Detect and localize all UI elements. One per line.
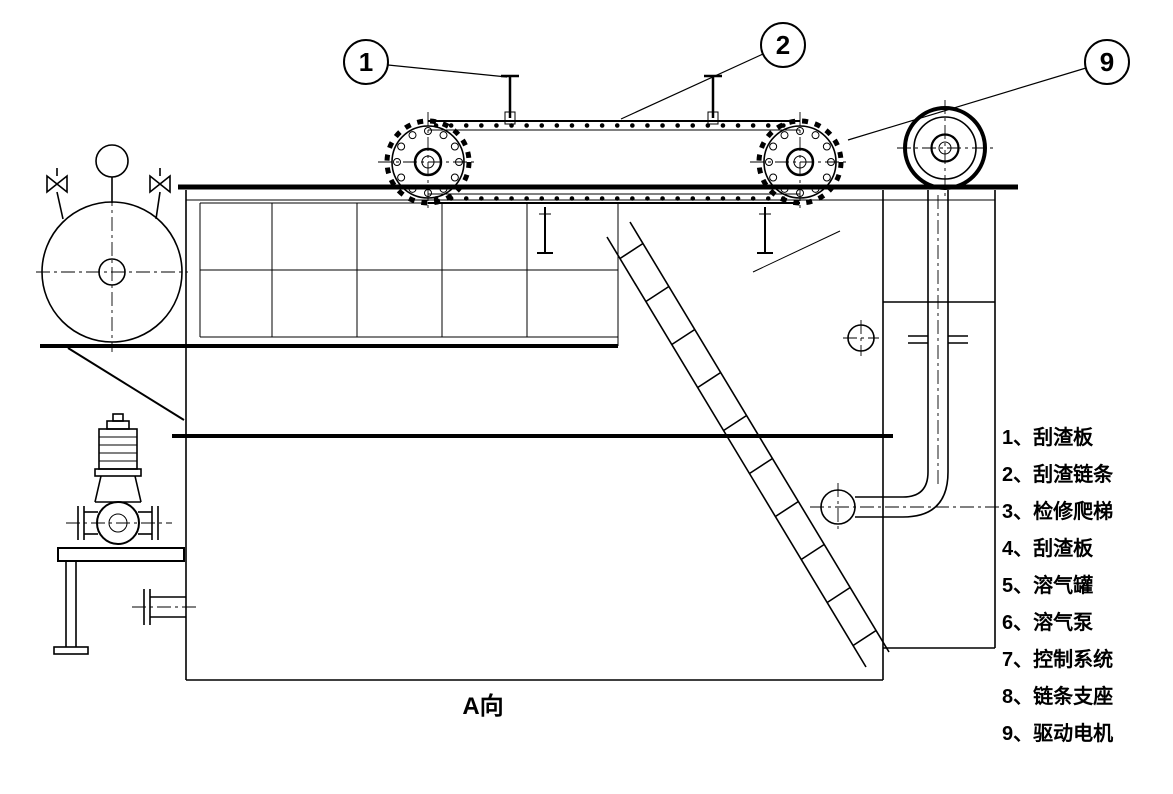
- dissolved-air-tank: [36, 144, 188, 421]
- right-sprocket: [750, 112, 850, 212]
- left-sprocket: [378, 112, 478, 212]
- view-label: A向: [462, 693, 504, 720]
- maintenance-ladder: [606, 221, 890, 668]
- scraper-post-right: [704, 74, 722, 125]
- pressure-gauge: [95, 144, 129, 203]
- valve-left-icon: [46, 168, 68, 220]
- legend-item-4: 4、刮渣板: [1002, 538, 1094, 560]
- scraper-post-left: [501, 74, 519, 125]
- valve-right-icon: [149, 168, 171, 220]
- inlet-pipe: [132, 589, 198, 625]
- wall-port: [843, 320, 879, 356]
- legend-item-6: 6、溶气泵: [1002, 612, 1094, 634]
- legend-item-1: 1、刮渣板: [1002, 427, 1094, 449]
- tank-bracket: [67, 347, 185, 421]
- support-rails: [40, 344, 893, 438]
- drive-motor: [897, 100, 993, 196]
- callout-1-number: 1: [358, 46, 374, 77]
- dissolved-air-pump: [53, 413, 185, 655]
- support-brace: [752, 230, 841, 273]
- legend-item-9: 9、驱动电机: [1002, 723, 1114, 745]
- legend-item-8: 8、链条支座: [1002, 686, 1114, 708]
- release-nozzle: [810, 483, 1000, 531]
- callout-2-bubble: [620, 22, 806, 120]
- chain-top-run: [428, 120, 800, 131]
- legend-item-2: 2、刮渣链条: [1002, 464, 1114, 486]
- chain-bottom-run: [428, 193, 800, 204]
- legend-item-5: 5、溶气罐: [1002, 575, 1094, 597]
- legend-item-7: 7、控制系统: [1002, 649, 1114, 671]
- callout-9-bubble: [847, 39, 1130, 141]
- callout-9-number: 9: [1099, 46, 1115, 77]
- scraper-chain-assembly: [378, 74, 850, 254]
- legend-item-3: 3、检修爬梯: [1002, 501, 1114, 523]
- pump-motor: [98, 413, 138, 470]
- riser-pipe: [855, 190, 968, 518]
- callouts: [343, 22, 1130, 141]
- scraper-hanger-right: [757, 207, 773, 254]
- callout-1-bubble: [343, 39, 508, 85]
- callout-2-number: 2: [775, 29, 791, 60]
- cell-grid: [199, 202, 619, 346]
- scraper-hanger-left: [537, 207, 553, 254]
- parts-legend: 1、刮渣板 2、刮渣链条 3、检修爬梯 4、刮渣板 5、溶气罐 6、溶气泵 7、…: [1002, 420, 1113, 753]
